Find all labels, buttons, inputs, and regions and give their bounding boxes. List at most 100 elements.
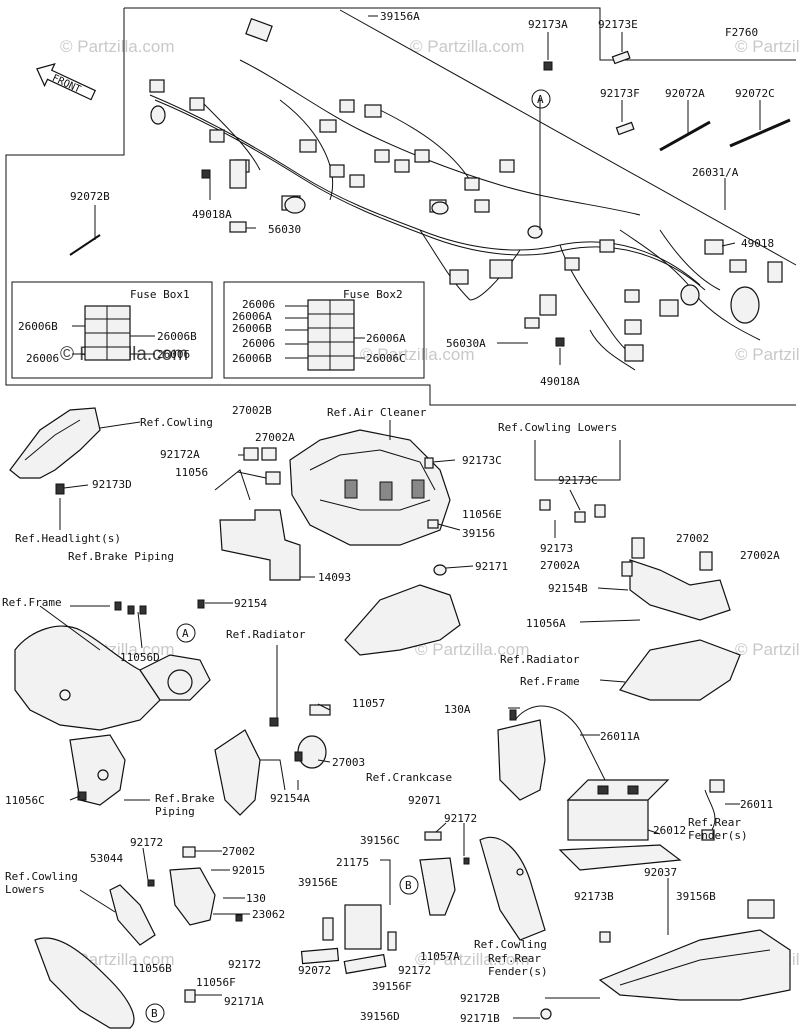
- watermark: © Partzilla.com: [735, 640, 800, 659]
- fuse-box-2-title: Fuse Box2: [343, 288, 403, 301]
- fuse-label: 26006B: [232, 352, 272, 365]
- fuse-label: 26006A: [366, 332, 406, 345]
- part-label: 130A: [444, 703, 471, 716]
- cowling-bracket: [9, 407, 141, 530]
- panel-diagonal: [339, 9, 797, 266]
- callout-circles: A A B B: [145, 89, 551, 1023]
- part-label: 92015: [232, 864, 265, 877]
- part-label: 92037: [644, 866, 677, 879]
- part-label: 92173B: [574, 890, 614, 903]
- part-label: 26011A: [600, 730, 640, 743]
- ref-label: Ref.Radiator: [500, 653, 580, 666]
- main-wiring-harness: [149, 17, 783, 371]
- part-label: 49018A: [192, 208, 232, 221]
- figure-code: F2760: [725, 26, 758, 39]
- fuse-label: 26006: [242, 298, 275, 311]
- part-label: 27002B: [232, 404, 272, 417]
- lower-center-parts: [300, 822, 546, 975]
- part-label: 11056D: [120, 651, 160, 664]
- ref-label: Ref.Cowling: [140, 416, 213, 429]
- part-label: 92072B: [70, 190, 110, 203]
- plate-14093: [219, 509, 315, 581]
- part-label: 92173E: [598, 18, 638, 31]
- part-label: 26012: [653, 824, 686, 837]
- watermark: © Partzilla.com: [360, 345, 475, 364]
- callout-a-circle: [531, 89, 551, 109]
- part-label: 92072: [298, 964, 331, 977]
- ref-label: Ref.Cowling: [474, 938, 547, 951]
- front-arrow: FRONT: [36, 62, 97, 101]
- part-label: 92171B: [460, 1012, 500, 1025]
- ref-label: Ref.Frame: [520, 675, 580, 688]
- callout-a-label: A: [182, 627, 189, 640]
- part-label: 92072A: [665, 87, 705, 100]
- part-label: 39156D: [360, 1010, 400, 1023]
- callout-b-circle: [399, 875, 419, 895]
- front-arrow-icon: [36, 62, 97, 101]
- part-label: 27002A: [740, 549, 780, 562]
- ref-label: Ref.Headlight(s): [15, 532, 121, 545]
- watermark: © Partzilla.com: [735, 345, 800, 364]
- ref-label-line: Lowers: [5, 883, 45, 896]
- part-label: 56030A: [446, 337, 486, 350]
- fuse-label: 26006: [157, 348, 190, 361]
- part-label: 130: [246, 892, 266, 905]
- ref-label-line: Fender(s): [488, 965, 548, 978]
- callout-b-circle: [145, 1003, 165, 1023]
- radiator-mount: [214, 645, 331, 816]
- part-label: 27002A: [540, 559, 580, 572]
- part-label: 39156: [462, 527, 495, 540]
- part-label: 53044: [90, 852, 123, 865]
- part-label: 92172: [228, 958, 261, 971]
- part-label: 27002: [222, 845, 255, 858]
- part-label: 26031/A: [692, 166, 739, 179]
- part-label: 92154: [234, 597, 267, 610]
- part-label: 39156A: [380, 10, 420, 23]
- part-label: 39156B: [676, 890, 716, 903]
- part-label: 11056E: [462, 508, 502, 521]
- ref-label: Ref.Brake Piping: [68, 550, 174, 563]
- part-label: 39156C: [360, 834, 400, 847]
- part-label: 92172A: [160, 448, 200, 461]
- ref-label: Ref.Crankcase: [366, 771, 452, 784]
- part-label: 39156E: [298, 876, 338, 889]
- part-label: 92173C: [462, 454, 502, 467]
- cowling-lowers-left-area: [34, 846, 250, 1029]
- part-label: 92154A: [270, 792, 310, 805]
- ref-label: Ref.Frame: [2, 596, 62, 609]
- cowling-lowers-brackets: [534, 440, 621, 538]
- part-label: 92172: [444, 812, 477, 825]
- part-label: 92172: [130, 836, 163, 849]
- ref-label-line: Piping: [155, 805, 195, 818]
- callout-a-label: A: [537, 93, 544, 106]
- ref-label: Ref.Cowling Lowers: [498, 421, 617, 434]
- fuse-box-1-title: Fuse Box1: [130, 288, 190, 301]
- part-labels: 39156A 92173A 92173E 92173F 92072A 92072…: [2, 10, 780, 1025]
- part-label: 92173F: [600, 87, 640, 100]
- ref-label: Ref.Air Cleaner: [327, 406, 427, 419]
- part-label: 92172: [398, 964, 431, 977]
- part-label: 56030: [268, 223, 301, 236]
- harness-panel-outline: [5, 7, 797, 406]
- fuse-box-1: Fuse Box1 26006B 26006B 26006 26006: [11, 281, 213, 379]
- part-label: 92173D: [92, 478, 132, 491]
- watermark: © Partzilla.com: [415, 950, 530, 969]
- leaders-top: [94, 15, 761, 365]
- fuse-label: 26006B: [232, 322, 272, 335]
- brake-bracket: [69, 734, 150, 806]
- part-label: 92173C: [558, 474, 598, 487]
- fuse-box-2: Fuse Box2 26006 26006A 26006B 26006 2600…: [223, 281, 425, 379]
- part-label: 27002A: [255, 431, 295, 444]
- part-label: 49018A: [540, 375, 580, 388]
- part-label: 92171: [475, 560, 508, 573]
- air-cleaner: [214, 420, 461, 546]
- frame-left-area: [14, 599, 233, 731]
- fuse-label: 26006A: [232, 310, 272, 323]
- callout-b-label: B: [151, 1007, 158, 1020]
- battery-area: [497, 705, 740, 871]
